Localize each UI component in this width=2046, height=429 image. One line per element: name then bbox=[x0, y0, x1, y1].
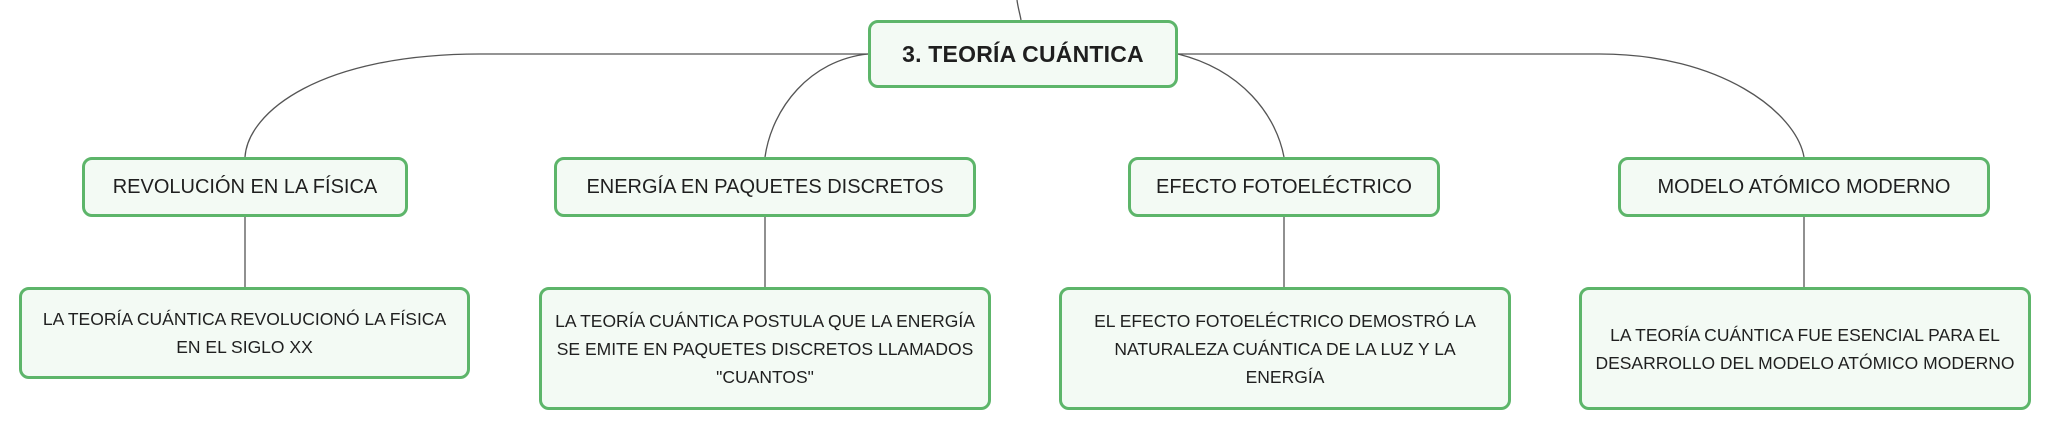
detail-node-text: LA TEORÍA CUÁNTICA FUE ESENCIAL PARA EL … bbox=[1595, 324, 2015, 373]
detail-node-energia[interactable]: LA TEORÍA CUÁNTICA POSTULA QUE LA ENERGÍ… bbox=[539, 287, 991, 410]
branch-node-energia[interactable]: ENERGÍA EN PAQUETES DISCRETOS bbox=[554, 157, 976, 217]
connector-root-parent bbox=[1016, 0, 1022, 21]
connector-root-cat-0 bbox=[244, 53, 868, 158]
branch-node-label: EFECTO FOTOELÉCTRICO bbox=[1156, 175, 1412, 198]
detail-node-modelo-atomico[interactable]: LA TEORÍA CUÁNTICA FUE ESENCIAL PARA EL … bbox=[1579, 287, 2031, 410]
branch-node-label: ENERGÍA EN PAQUETES DISCRETOS bbox=[586, 175, 944, 198]
branch-node-fotoelectrico[interactable]: EFECTO FOTOELÉCTRICO bbox=[1128, 157, 1440, 217]
detail-node-text: LA TEORÍA CUÁNTICA POSTULA QUE LA ENERGÍ… bbox=[555, 310, 975, 387]
connector-root-cat-1 bbox=[764, 53, 869, 158]
detail-node-text: EL EFECTO FOTOELÉCTRICO DEMOSTRÓ LA NATU… bbox=[1094, 310, 1476, 387]
root-node-label: 3. TEORÍA CUÁNTICA bbox=[902, 40, 1144, 67]
detail-node-text: LA TEORÍA CUÁNTICA REVOLUCIONÓ LA FÍSICA… bbox=[42, 309, 447, 357]
branch-node-label: MODELO ATÓMICO MODERNO bbox=[1657, 175, 1951, 198]
root-node[interactable]: 3. TEORÍA CUÁNTICA bbox=[868, 20, 1178, 88]
connector-root-cat-2 bbox=[1177, 53, 1285, 158]
branch-node-label: REVOLUCIÓN EN LA FÍSICA bbox=[112, 175, 378, 198]
branch-node-revolucion[interactable]: REVOLUCIÓN EN LA FÍSICA bbox=[82, 157, 408, 217]
detail-node-fotoelectrico[interactable]: EL EFECTO FOTOELÉCTRICO DEMOSTRÓ LA NATU… bbox=[1059, 287, 1511, 410]
detail-node-revolucion[interactable]: LA TEORÍA CUÁNTICA REVOLUCIONÓ LA FÍSICA… bbox=[19, 287, 470, 379]
connector-root-cat-3 bbox=[1178, 53, 1805, 158]
branch-node-modelo-atomico[interactable]: MODELO ATÓMICO MODERNO bbox=[1618, 157, 1990, 217]
